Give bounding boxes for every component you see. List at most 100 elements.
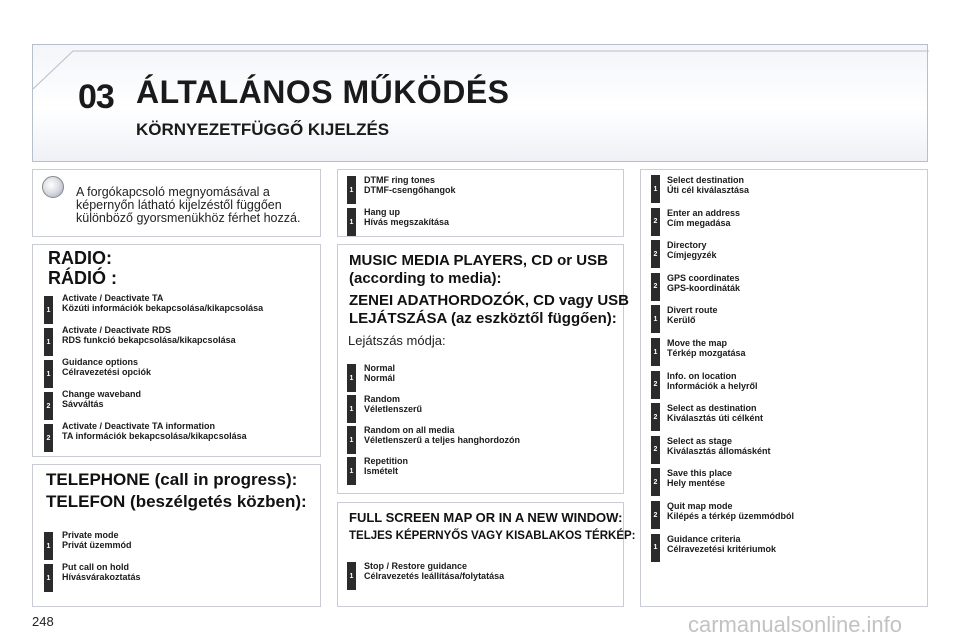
- media-heading-hu-2: LEJÁTSZÁSA (az eszköztől függően):: [349, 310, 617, 327]
- menu-item-translation: Közúti információk bekapcsolása/kikapcso…: [62, 303, 264, 313]
- menu-item-translation: Címjegyzék: [667, 250, 717, 261]
- menu-level-badge: 1: [44, 296, 53, 324]
- menu-item-label: Random: [364, 394, 400, 404]
- menu-item-translation: Ismételt: [364, 466, 399, 476]
- map-panel: [640, 169, 928, 607]
- menu-item-label: Activate / Deactivate TA information: [62, 421, 216, 431]
- chapter-header: [32, 44, 929, 162]
- menu-item-translation: Kiválasztás úti célként: [667, 413, 764, 424]
- fullscreen-panel: [337, 502, 624, 607]
- menu-level-badge: 1: [44, 564, 53, 592]
- radio-heading: RADIO:: [48, 248, 112, 268]
- menu-item-label: Hang up: [364, 207, 400, 217]
- menu-item-translation: Célravezetési opciók: [62, 367, 152, 377]
- page-subtitle: KÖRNYEZETFÜGGŐ KIJELZÉS: [136, 120, 390, 139]
- menu-level-badge: 2: [651, 207, 660, 236]
- play-mode-label: Lejátszás módja:: [348, 333, 446, 348]
- menu-level-badge: 2: [44, 424, 53, 452]
- menu-item-label: Private mode: [62, 530, 119, 540]
- radio-panel: [32, 244, 321, 457]
- menu-level-badge: 2: [44, 392, 53, 420]
- page-number: 248: [32, 614, 54, 629]
- menu-item-translation: Térkép mozgatása: [667, 348, 746, 358]
- menu-item-translation: GPS-koordináták: [667, 282, 741, 293]
- menu-item-label: DTMF ring tones: [364, 175, 435, 185]
- menu-item-label: Put call on hold: [62, 562, 129, 572]
- menu-level-badge: 1: [347, 395, 356, 423]
- menu-item-label: Divert route: [667, 305, 718, 316]
- menu-item-label: Repetition: [364, 456, 408, 466]
- telephone-panel: [32, 464, 321, 607]
- menu-item-label: Normal: [364, 363, 396, 373]
- fullscreen-heading-hu: TELJES KÉPERNYŐS VAGY KISABLAKOS TÉRKÉP:: [349, 530, 636, 542]
- menu-level-badge: 1: [347, 208, 356, 236]
- menu-level-badge: 2: [651, 468, 660, 497]
- menu-item-translation: Normál: [364, 373, 396, 383]
- menu-level-badge: 2: [651, 370, 660, 399]
- menu-item-label: Select destination: [667, 175, 745, 185]
- menu-level-badge: 2: [651, 240, 660, 269]
- menu-level-badge: 1: [347, 426, 356, 454]
- menu-item-label: Quit map mode: [667, 501, 733, 511]
- call-panel: [337, 169, 624, 237]
- menu-item-translation: DTMF-csengőhangok: [364, 185, 456, 195]
- menu-item-translation: Hívásvárakoztatás: [62, 572, 141, 582]
- menu-item-translation: Véletlenszerű a teljes hanghordozón: [364, 435, 521, 445]
- menu-item-label: Activate / Deactivate RDS: [62, 325, 172, 335]
- menu-level-badge: 1: [347, 176, 356, 204]
- menu-item-label: GPS coordinates: [667, 272, 740, 283]
- fullscreen-heading: FULL SCREEN MAP OR IN A NEW WINDOW:: [349, 510, 623, 525]
- menu-level-badge: 2: [651, 435, 660, 464]
- menu-item-translation: Hívás megszakítása: [364, 217, 450, 227]
- header-decoration: [33, 50, 929, 90]
- media-heading-hu: ZENEI ADATHORDOZÓK, CD vagy USB: [349, 292, 630, 309]
- menu-level-badge: 1: [651, 305, 660, 334]
- menu-level-badge: 1: [651, 533, 660, 562]
- menu-item-translation: RDS funkció bekapcsolása/kikapcsolása: [62, 335, 236, 345]
- chapter-number: 03: [78, 78, 115, 116]
- rotary-knob-icon: [42, 176, 64, 198]
- menu-item-translation: Privát üzemmód: [62, 540, 132, 550]
- menu-item-label: Random on all media: [364, 425, 455, 435]
- menu-item-translation: Célravezetési kritériumok: [667, 543, 777, 554]
- menu-item-label: Move the map: [667, 338, 728, 348]
- page-title: ÁLTALÁNOS MŰKÖDÉS: [136, 74, 510, 110]
- menu-level-badge: 1: [651, 175, 660, 203]
- menu-item-translation: Célravezetés leállítása/folytatása: [364, 571, 505, 581]
- menu-item-translation: Úti cél kiválasztása: [667, 185, 750, 195]
- menu-item-translation: Sávváltás: [62, 399, 104, 409]
- menu-level-badge: 2: [651, 272, 660, 301]
- menu-item-translation: Kiválasztás állomásként: [667, 445, 771, 456]
- menu-item-label: Stop / Restore guidance: [364, 561, 468, 571]
- intro-text: A forgókapcsoló megnyomásával a képernyő…: [76, 185, 301, 225]
- menu-item-translation: Cím megadása: [667, 217, 731, 228]
- menu-item-translation: Kilépés a térkép üzemmódból: [667, 511, 795, 521]
- menu-item-label: Info. on location: [667, 370, 737, 381]
- radio-heading-hu: RÁDIÓ :: [48, 268, 117, 288]
- menu-item-translation: Információk a helyről: [667, 380, 758, 391]
- menu-level-badge: 1: [347, 364, 356, 392]
- telephone-heading: TELEPHONE (call in progress):: [46, 470, 298, 489]
- menu-level-badge: 2: [651, 501, 660, 529]
- menu-item-label: Save this place: [667, 468, 733, 479]
- media-heading-2: (according to media):: [349, 270, 502, 287]
- menu-item-translation: Kerülő: [667, 315, 696, 326]
- menu-level-badge: 1: [347, 562, 356, 590]
- menu-item-label: Guidance options: [62, 357, 139, 367]
- media-heading: MUSIC MEDIA PLAYERS, CD or USB: [349, 252, 608, 269]
- menu-item-label: Activate / Deactivate TA: [62, 293, 164, 303]
- menu-item-label: Enter an address: [667, 207, 741, 218]
- menu-level-badge: 1: [44, 360, 53, 388]
- telephone-heading-hu: TELEFON (beszélgetés közben):: [46, 492, 307, 511]
- menu-item-label: Change waveband: [62, 389, 142, 399]
- intro-panel: [32, 169, 321, 237]
- menu-item-label: Select as destination: [667, 403, 757, 414]
- menu-level-badge: 1: [44, 328, 53, 356]
- media-panel: [337, 244, 624, 494]
- menu-item-translation: TA információk bekapcsolása/kikapcsolása: [62, 431, 247, 441]
- menu-item-translation: Véletlenszerű: [364, 404, 423, 414]
- menu-item-translation: Hely mentése: [667, 478, 726, 489]
- menu-item-label: Select as stage: [667, 435, 733, 446]
- menu-item-label: Guidance criteria: [667, 533, 741, 544]
- menu-level-badge: 1: [44, 532, 53, 560]
